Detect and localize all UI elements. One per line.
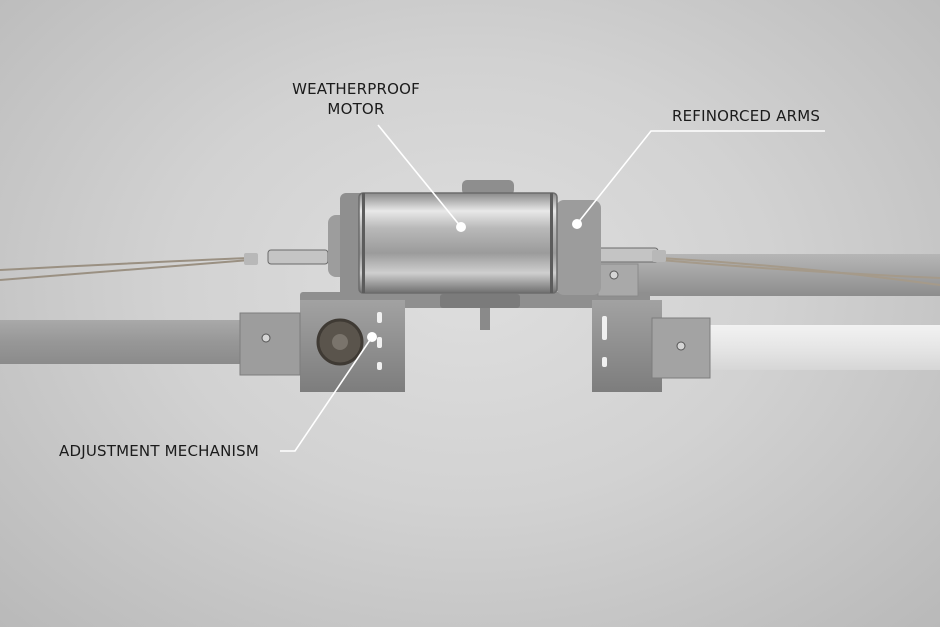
tensioner-left (267, 249, 329, 265)
callout-dot-motor (456, 222, 466, 232)
right-bracket (592, 300, 662, 392)
ferrule-right (652, 250, 666, 262)
callout-dot-adjust (367, 332, 377, 342)
cable-right-1 (659, 257, 940, 286)
cable-left-1 (0, 257, 251, 271)
callout-dot-arms (572, 219, 582, 229)
motor-body (358, 192, 558, 294)
leader-motor (377, 124, 462, 228)
cable-left-2 (0, 259, 251, 281)
bolt (480, 308, 490, 330)
callout-motor-label: WEATHERPROOF MOTOR (282, 79, 430, 119)
cable-right-2 (659, 259, 940, 279)
callout-motor-line2: MOTOR (327, 100, 385, 118)
left-arm-clamp (239, 312, 301, 376)
leader-arms (576, 130, 825, 225)
left-arm (0, 320, 250, 364)
leader-lines (280, 124, 825, 452)
right-arm (705, 325, 940, 370)
ferrule-left (244, 253, 258, 265)
callout-adjust-label: ADJUSTMENT MECHANISM (59, 442, 260, 460)
motor-cap-right (556, 200, 601, 295)
motor-top-port (462, 180, 514, 195)
tensioner-right (597, 247, 659, 263)
leader-adjust (280, 336, 373, 452)
callout-motor-line1: WEATHERPROOF (292, 80, 420, 98)
callout-arms-label: REFINORCED ARMS (672, 107, 821, 125)
right-arm-clamp (651, 317, 711, 379)
